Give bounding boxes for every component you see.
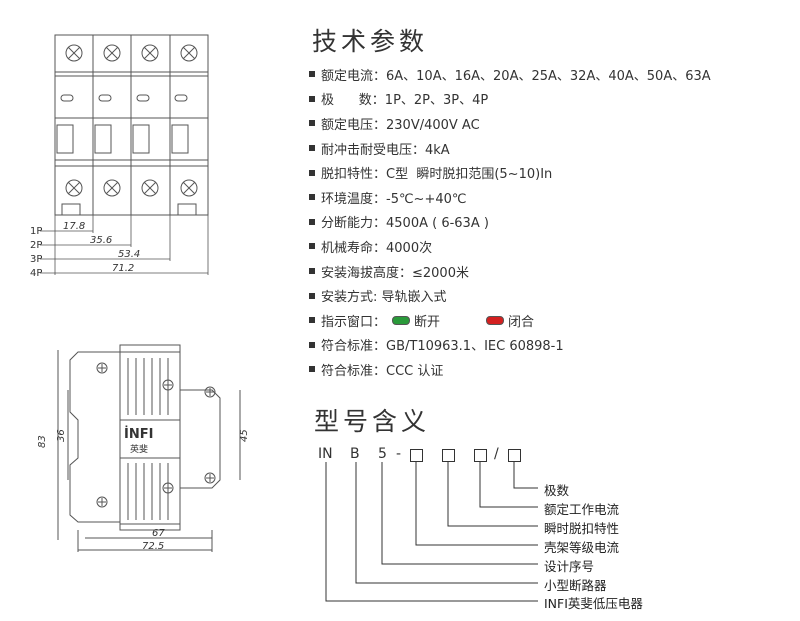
spec-text: 符合标准：GB/T10963.1、IEC 60898-1 — [321, 339, 564, 355]
code-5: 5 — [378, 446, 387, 462]
front-view-drawing: 1P 2P 3P 4P 17.8 35.6 53.4 71.2 — [30, 34, 209, 279]
bullet-icon — [309, 145, 315, 152]
width-dim: 17.8 — [63, 221, 85, 232]
spec-row: 符合标准：CCC 认证 — [309, 357, 789, 382]
specs-title: 技术参数 — [312, 27, 429, 56]
closed-label: 闭合 — [508, 314, 535, 330]
dim-67: 67 — [152, 528, 165, 539]
pole-label: 4P — [30, 268, 42, 279]
code-b: B — [350, 446, 360, 462]
spec-text: 脱扣特性：C型 瞬时脱扣范围(5~10)In — [321, 167, 553, 183]
spec-row: 额定电压：230V/400V AC — [309, 111, 789, 136]
dim-36: 36 — [56, 429, 67, 442]
screw-icon — [96, 496, 108, 508]
model-title: 型号含义 — [314, 407, 431, 436]
spec-text: 分断能力：4500A ( 6-63A ) — [321, 216, 489, 232]
bullet-icon — [309, 268, 315, 275]
spec-row: 环境温度：-5℃~+40℃ — [309, 185, 789, 210]
legend-item: 壳架等级电流 — [544, 540, 620, 555]
bullet-icon — [309, 120, 315, 127]
spec-row: 脱扣特性：C型 瞬时脱扣范围(5~10)In — [309, 160, 789, 185]
code-box — [508, 449, 521, 462]
bullet-icon — [309, 366, 315, 373]
spec-text: 机械寿命：4000次 — [321, 240, 433, 256]
spec-text: 环境温度：-5℃~+40℃ — [321, 191, 467, 207]
screw-icon — [103, 44, 121, 62]
bullet-icon — [309, 169, 315, 176]
bullet-icon — [309, 243, 315, 250]
pole-label: 2P — [30, 240, 42, 251]
pole-label: 1P — [30, 226, 42, 237]
dim-72-5: 72.5 — [142, 541, 164, 552]
screw-icon — [180, 44, 198, 62]
code-dash: - — [396, 446, 402, 462]
width-dim: 53.4 — [118, 249, 140, 260]
dim-83: 83 — [37, 435, 48, 448]
code-slash: / — [494, 446, 499, 462]
spec-text: 耐冲击耐受电压：4kA — [321, 142, 450, 158]
spec-text: 额定电压：230V/400V AC — [321, 117, 480, 133]
code-prefix: IN — [318, 446, 333, 462]
spec-row: 额定电流：6A、10A、16A、20A、25A、32A、40A、50A、63A — [309, 62, 789, 87]
open-indicator-icon — [392, 315, 411, 325]
spec-text: 额定电流：6A、10A、16A、20A、25A、32A、40A、50A、63A — [321, 68, 711, 84]
legend-item: 额定工作电流 — [544, 502, 620, 517]
screw-icon — [96, 362, 108, 374]
width-dim: 35.6 — [90, 235, 112, 246]
pole-label: 3P — [30, 254, 42, 265]
screw-icon — [141, 44, 159, 62]
spec-row: 安装方式: 导轨嵌入式 — [309, 283, 789, 308]
screw-icon — [204, 386, 216, 398]
screw-icon — [103, 179, 121, 197]
spec-list: 额定电流：6A、10A、16A、20A、25A、32A、40A、50A、63A … — [309, 62, 789, 382]
bullet-icon — [309, 292, 315, 299]
side-view-drawing: İNFI 英斐 83 36 45 67 72.5 — [37, 344, 250, 552]
spec-text: 符合标准：CCC 认证 — [321, 363, 444, 379]
spec-row: 分断能力：4500A ( 6-63A ) — [309, 210, 789, 235]
legend-item: 设计序号 — [544, 559, 595, 574]
spec-text: 安装方式: 导轨嵌入式 — [321, 290, 447, 306]
legend-item: 小型断路器 — [544, 578, 607, 593]
spec-row: 符合标准：GB/T10963.1、IEC 60898-1 — [309, 333, 789, 358]
closed-indicator-icon — [486, 315, 505, 325]
screw-icon — [162, 379, 174, 391]
code-box — [410, 449, 423, 462]
screw-icon — [65, 44, 83, 62]
indicator-group: 断开 闭合 — [392, 311, 534, 330]
dim-45: 45 — [239, 429, 250, 442]
code-box — [442, 449, 455, 462]
spec-row: 耐冲击耐受电压：4kA — [309, 136, 789, 161]
spec-text: 安装海拔高度：≤2000米 — [321, 265, 469, 281]
spec-row: 极 数：1P、2P、3P、4P — [309, 87, 789, 112]
code-box — [474, 449, 487, 462]
bullet-icon — [309, 341, 315, 348]
legend-item: 极数 — [544, 483, 570, 498]
brand-logo: İNFI — [124, 426, 153, 442]
bullet-icon — [309, 95, 315, 102]
bullet-icon — [309, 71, 315, 78]
width-dim: 71.2 — [112, 263, 134, 274]
legend-item: 瞬时脱扣特性 — [544, 521, 620, 536]
bullet-icon — [309, 194, 315, 201]
spec-row-indicator: 指示窗口： 断开 闭合 — [309, 308, 789, 333]
spec-row: 安装海拔高度：≤2000米 — [309, 259, 789, 284]
spec-row: 机械寿命：4000次 — [309, 234, 789, 259]
screw-icon — [180, 179, 198, 197]
indicator-label: 指示窗口： — [321, 314, 387, 330]
open-label: 断开 — [414, 314, 441, 330]
screw-icon — [204, 472, 216, 484]
legend-item: INFI英斐低压电器 — [544, 596, 643, 611]
screw-icon — [162, 482, 174, 494]
bullet-icon — [309, 218, 315, 225]
brand-sub: 英斐 — [130, 443, 148, 455]
screw-icon — [141, 179, 159, 197]
screw-icon — [65, 179, 83, 197]
spec-text: 极 数：1P、2P、3P、4P — [321, 93, 489, 109]
bullet-icon — [309, 317, 315, 324]
